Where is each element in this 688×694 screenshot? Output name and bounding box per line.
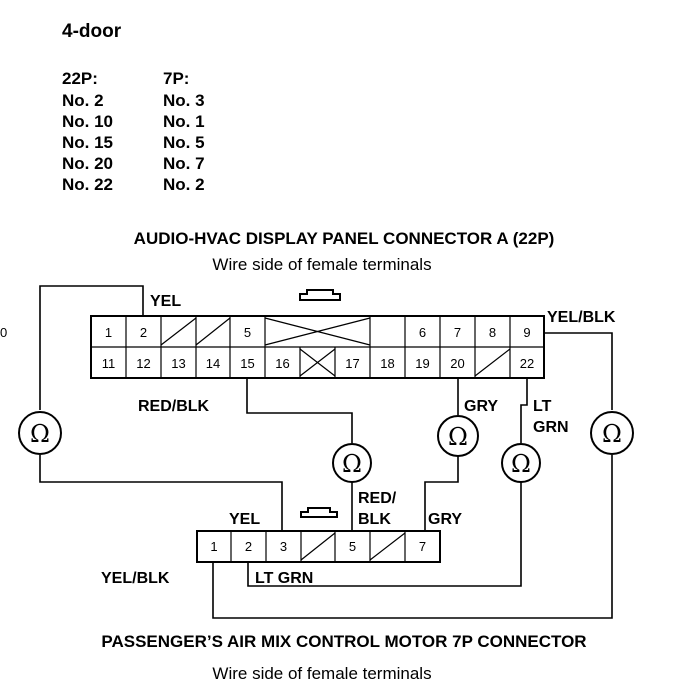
pin-number: 19: [415, 356, 429, 371]
connector-a-subtitle: Wire side of female terminals: [212, 255, 431, 274]
pin-number: 6: [419, 325, 426, 340]
pin-number: 16: [275, 356, 289, 371]
pin-number: 1: [210, 539, 217, 554]
pin-number: 18: [380, 356, 394, 371]
pin-column-22p-heading: 22P:: [62, 69, 98, 88]
empty-cavity-mark: [160, 317, 197, 346]
pin-number: 14: [206, 356, 220, 371]
ohm-symbol: Ω: [602, 420, 622, 448]
connector-a-title: AUDIO-HVAC DISPLAY PANEL CONNECTOR A (22…: [134, 229, 555, 248]
connector-b-pins: 1 2 3 5 7: [210, 539, 426, 554]
ohmmeter-yel: [18, 411, 62, 455]
pin-number: 11: [102, 356, 116, 371]
wire-red-blk: [246, 376, 353, 443]
pin-7p-entry: No. 1: [163, 112, 205, 131]
pin-7p-entry: No. 3: [163, 91, 205, 110]
label-yel: YEL: [229, 511, 260, 528]
label-gry: GRY: [428, 511, 462, 528]
pin-number: 10: [0, 325, 7, 340]
connector-b: 1 2 3 5 7: [196, 507, 441, 563]
pin-7p-entry: No. 2: [163, 175, 205, 194]
wire-labels: YEL YEL/BLK RED/BLK GRY LT GRN YEL RED/ …: [101, 293, 616, 587]
ohm-symbol: Ω: [448, 423, 468, 451]
empty-cavity-mark: [300, 532, 336, 561]
empty-cavity-mark: [299, 348, 336, 377]
label-gry: GRY: [464, 398, 498, 415]
label-lt-grn: GRN: [533, 419, 569, 436]
ohm-symbol: Ω: [511, 450, 531, 478]
pin-22p-entry: No. 10: [62, 112, 113, 131]
pin-22p-entry: No. 20: [62, 154, 113, 173]
label-lt-grn: LT GRN: [255, 570, 313, 587]
pin-7p-entry: No. 5: [163, 133, 205, 152]
ohmmeter-gry: [437, 415, 479, 457]
wire-lt-grn: [247, 482, 522, 587]
connector-b-title: PASSENGER’S AIR MIX CONTROL MOTOR 7P CON…: [101, 632, 586, 651]
ohm-symbol: Ω: [30, 420, 50, 448]
empty-cavity-mark: [369, 532, 406, 561]
connector-a-lock-tab: [299, 289, 341, 301]
label-red-blk: RED/BLK: [138, 398, 210, 415]
pin-number: 8: [489, 325, 496, 340]
empty-cavity-mark: [474, 348, 511, 377]
connector-b-dividers: [230, 531, 406, 562]
ohm-symbol: Ω: [342, 450, 362, 478]
pin-22p-entry: No. 22: [62, 175, 113, 194]
label-lt-grn: LT: [533, 398, 552, 415]
empty-cavity-mark: [195, 317, 231, 346]
wire-gry: [424, 456, 459, 533]
connector-a-top-pins: 1 2 5 6 7 8 9 10: [0, 325, 531, 340]
pin-column-7p-heading: 7P:: [163, 69, 189, 88]
section-title: 4-door: [62, 21, 122, 42]
wire-yel-blk: [542, 332, 613, 410]
pin-number: 1: [105, 325, 112, 340]
ohmmeter-yel-blk: [590, 411, 634, 455]
pin-number: 12: [136, 356, 150, 371]
wire-yel-blk: [212, 455, 613, 619]
pin-number: 15: [240, 356, 254, 371]
pin-number: 20: [450, 356, 464, 371]
connector-b-lock-tab: [300, 507, 338, 518]
empty-cavity-mark: [264, 317, 371, 346]
label-yel-blk: YEL/BLK: [547, 309, 616, 326]
label-red-blk: RED/: [358, 490, 397, 507]
pin-number: 9: [523, 325, 530, 340]
pin-number: 2: [245, 539, 252, 554]
label-yel: YEL: [150, 293, 181, 310]
ohmmeter-lt-grn: [501, 443, 541, 483]
wire-lt-grn: [520, 376, 528, 443]
pin-number: 3: [280, 539, 287, 554]
top-row-dividers: [125, 316, 511, 347]
pin-number: 5: [349, 539, 356, 554]
pin-22p-entry: No. 15: [62, 133, 113, 152]
pin-number: 5: [244, 325, 251, 340]
connector-a-bottom-pins: 11 12 13 14 15 16 17 18 19 20 22: [102, 356, 534, 371]
pin-number: 2: [140, 325, 147, 340]
bottom-row-dividers: [125, 347, 511, 378]
pin-7p-entry: No. 7: [163, 154, 205, 173]
wires: [39, 285, 613, 619]
wire-yel: [39, 455, 283, 533]
pin-number: 7: [454, 325, 461, 340]
label-red-blk: BLK: [358, 511, 391, 528]
ohmmeters: Ω Ω Ω Ω Ω: [18, 411, 634, 483]
pin-number: 13: [171, 356, 185, 371]
pin-number: 17: [345, 356, 359, 371]
pin-number: 22: [520, 356, 534, 371]
wire-yel: [39, 285, 144, 410]
ohmmeter-red-blk: [332, 443, 372, 483]
pin-22p-entry: No. 2: [62, 91, 104, 110]
pin-number: 7: [419, 539, 426, 554]
connector-b-subtitle: Wire side of female terminals: [212, 664, 431, 683]
label-yel-blk: YEL/BLK: [101, 570, 170, 587]
